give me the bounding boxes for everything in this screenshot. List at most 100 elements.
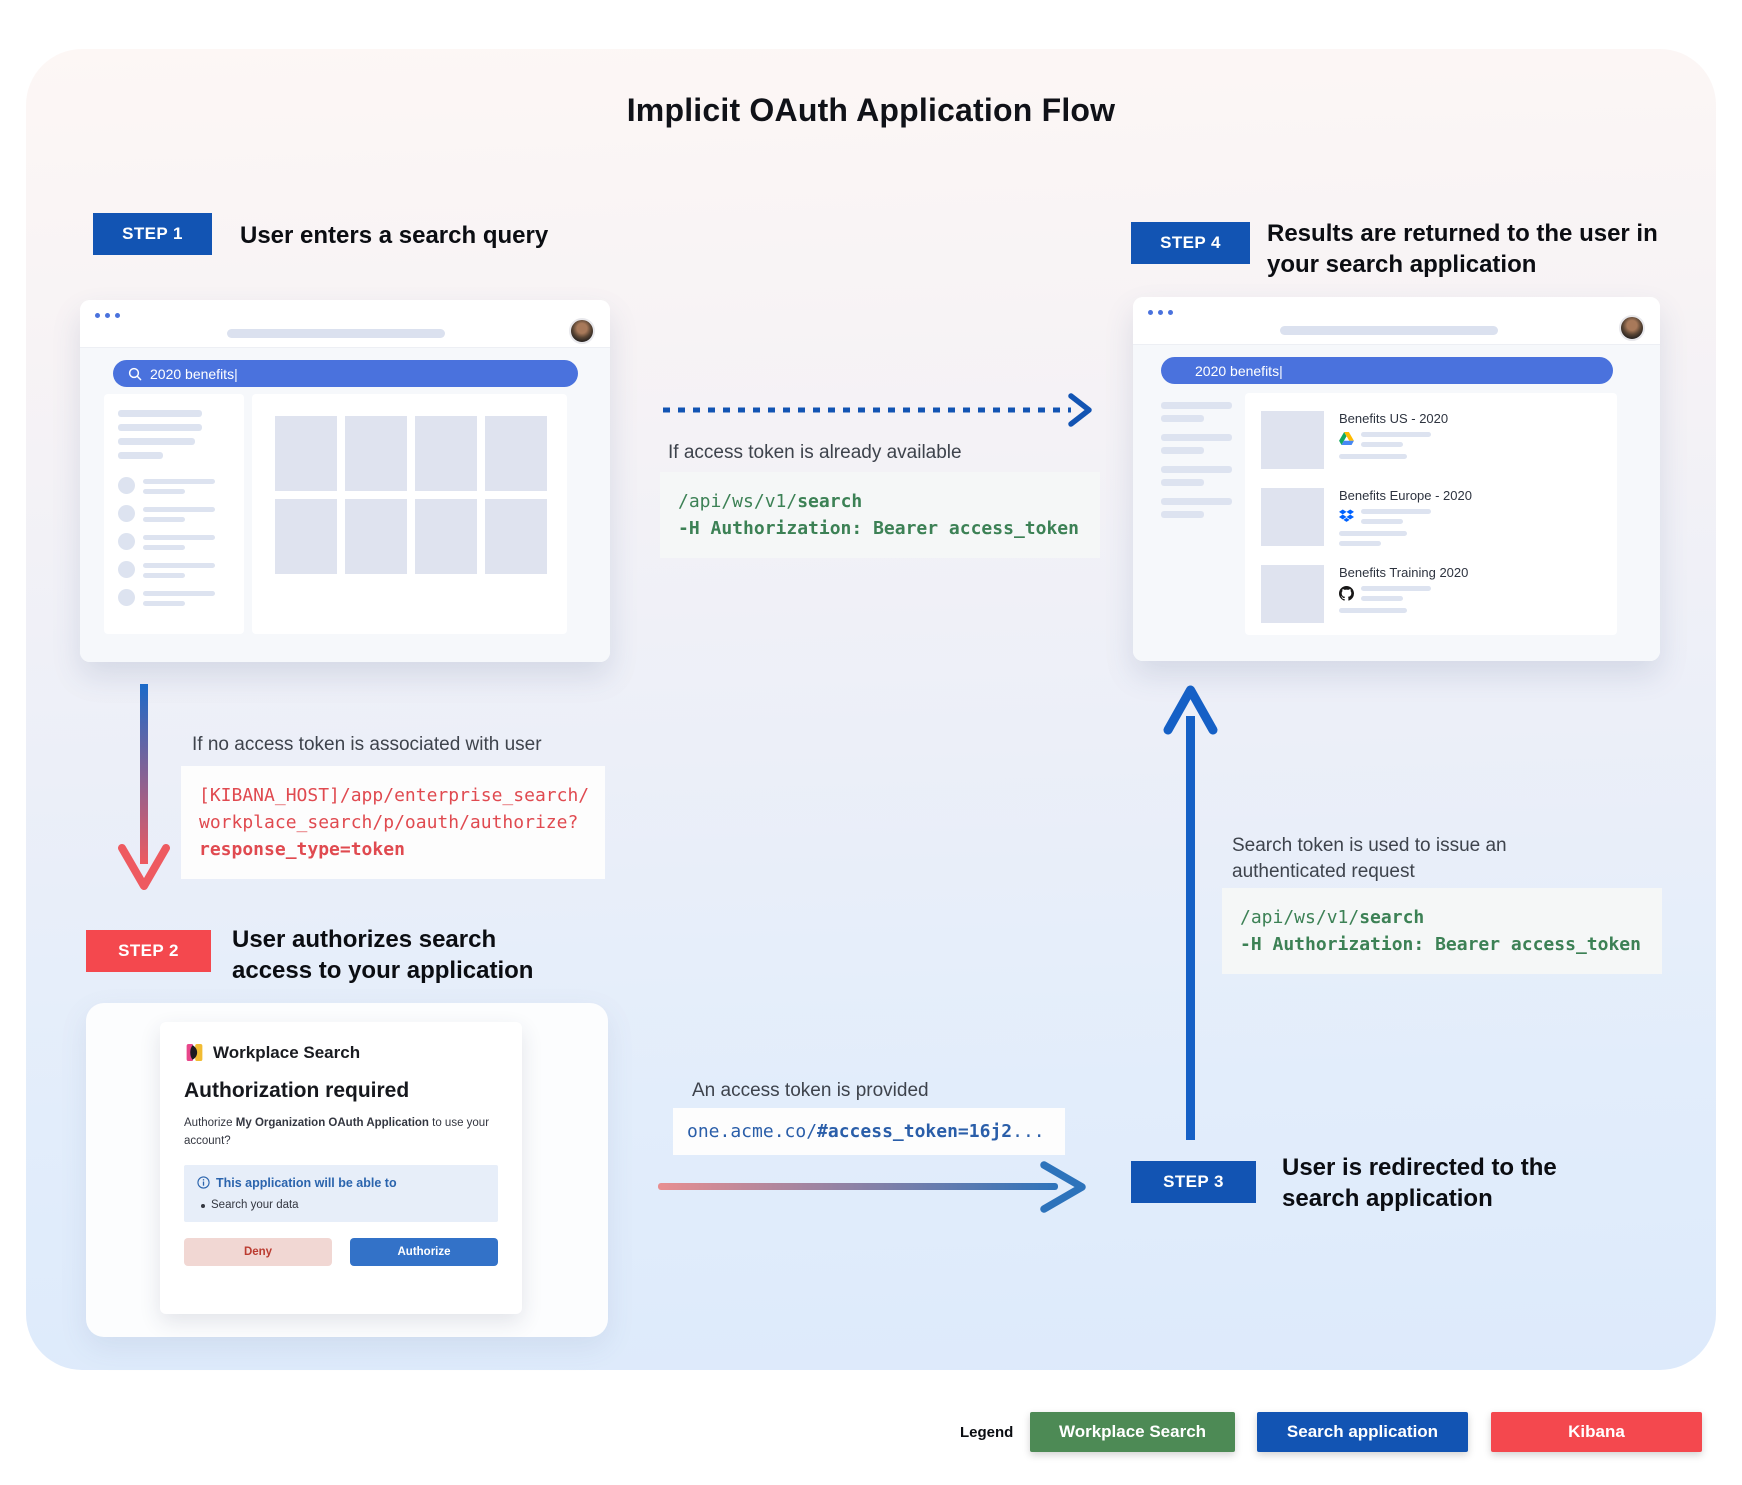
list-item (118, 477, 230, 494)
search-icon (128, 367, 142, 380)
content-panel (252, 394, 567, 634)
browser-body: 2020 benefits| (80, 348, 610, 662)
edge-label-token-provided: An access token is provided (692, 1080, 929, 1101)
placeholder-line (1161, 447, 1204, 454)
step4-label: Results are returned to the user in your… (1267, 220, 1658, 279)
browser-body: 2020 benefits| Benefits US - 2020 (1133, 345, 1660, 661)
placeholder-line (143, 479, 215, 484)
result-thumbnail (1261, 565, 1324, 623)
scope-item: Search your data (197, 1199, 485, 1211)
url-bar[interactable] (1280, 326, 1498, 335)
list-item (118, 589, 230, 606)
code-block-access-token: one.acme.co/#access_token=16j2... (673, 1108, 1065, 1155)
authorize-button[interactable]: Authorize (350, 1237, 498, 1266)
placeholder-line (1161, 511, 1204, 518)
placeholder-tile (345, 499, 407, 574)
step3-label: User is redirected to the search applica… (1282, 1154, 1557, 1213)
result-title: Benefits US - 2020 (1339, 411, 1449, 426)
placeholder-circle (118, 505, 135, 522)
placeholder-line (1339, 454, 1407, 459)
dialog-body-post: to use your account? (184, 1117, 490, 1147)
placeholder-tile (485, 416, 547, 491)
result-row[interactable]: Benefits Europe - 2020 (1261, 488, 1601, 546)
arrow-no-token (118, 684, 170, 890)
browser-chrome (80, 300, 610, 348)
placeholder-line (1361, 432, 1431, 437)
placeholder-tile (415, 499, 477, 574)
browser-chrome (1133, 297, 1660, 345)
arrow-authenticated-request (1163, 685, 1218, 1140)
placeholder-line (1361, 586, 1431, 591)
placeholder-line (1339, 608, 1407, 613)
legend-label: Legend (960, 1424, 1014, 1441)
placeholder-line (1361, 442, 1403, 447)
step2-badge: STEP 2 (86, 930, 211, 972)
deny-button[interactable]: Deny (184, 1237, 332, 1266)
window-dot-icon (95, 313, 100, 318)
search-input[interactable]: 2020 benefits| (113, 360, 578, 387)
content-grid (275, 416, 547, 574)
legend-search-application: Search application (1257, 1412, 1468, 1452)
search-query-text: 2020 benefits| (150, 365, 238, 382)
window-dots-icon (1148, 310, 1173, 315)
github-icon (1339, 586, 1354, 601)
list-item (118, 533, 230, 550)
google-drive-icon (1339, 432, 1354, 445)
code-text: [KIBANA_HOST]/app/enterprise_search/ (199, 785, 590, 806)
window-dot-icon (1148, 310, 1153, 315)
placeholder-line (1161, 498, 1232, 505)
dialog-heading: Authorization required (184, 1079, 410, 1102)
placeholder-line (1161, 434, 1232, 441)
placeholder-circle (118, 589, 135, 606)
list-item (118, 561, 230, 578)
placeholder-group (1161, 434, 1232, 454)
step2-label: User authorizes search access to your ap… (232, 926, 534, 985)
placeholder-circle (118, 561, 135, 578)
placeholder-line (1161, 415, 1204, 422)
code-text-bold: search (1359, 907, 1425, 928)
code-text: ... (1012, 1121, 1045, 1142)
placeholder-line (118, 438, 195, 445)
result-title: Benefits Training 2020 (1339, 565, 1469, 580)
scope-heading: This application will be able to (216, 1175, 397, 1190)
result-title: Benefits Europe - 2020 (1339, 488, 1472, 503)
window-dot-icon (1158, 310, 1163, 315)
authorization-dialog: Workplace Search Authorization required … (160, 1022, 522, 1314)
placeholder-tile (275, 416, 337, 491)
code-block-search-api: /api/ws/v1/search -H Authorization: Bear… (660, 472, 1100, 558)
placeholder-circle (118, 477, 135, 494)
step3-badge: STEP 3 (1131, 1161, 1256, 1203)
code-text-bold: search (797, 491, 863, 512)
placeholder-line (143, 563, 215, 568)
placeholder-line (1339, 541, 1381, 546)
placeholder-line (1361, 519, 1403, 524)
edge-label-token-available: If access token is already available (668, 442, 962, 463)
placeholder-line (1161, 479, 1204, 486)
search-input[interactable]: 2020 benefits| (1161, 357, 1613, 384)
result-row[interactable]: Benefits Training 2020 (1261, 565, 1601, 623)
placeholder-circle (118, 533, 135, 550)
window-dot-icon (115, 313, 120, 318)
scope-box: This application will be able to Search … (184, 1164, 498, 1222)
placeholder-line (143, 601, 185, 606)
result-thumbnail (1261, 488, 1324, 546)
dialog-brand: Workplace Search (213, 1042, 361, 1062)
edge-label-authenticated-request: Search token is used to issue an authent… (1232, 835, 1507, 882)
placeholder-line (143, 489, 185, 494)
list-item (118, 505, 230, 522)
placeholder-line (143, 507, 215, 512)
sidebar-panel (104, 394, 244, 634)
window-dot-icon (1168, 310, 1173, 315)
code-text-bold: -H Authorization: Bearer access_token (678, 518, 1079, 539)
placeholder-group (1161, 498, 1232, 518)
result-row[interactable]: Benefits US - 2020 (1261, 411, 1601, 469)
code-text-bold: response_type=token (199, 839, 405, 860)
url-bar[interactable] (227, 329, 445, 338)
legend-workplace-search: Workplace Search (1030, 1412, 1235, 1452)
dialog-body-pre: Authorize (184, 1117, 236, 1129)
result-thumbnail (1261, 411, 1324, 469)
avatar (569, 318, 595, 344)
workplace-search-logo-icon (186, 1043, 203, 1062)
placeholder-tile (415, 416, 477, 491)
dialog-body-app-name: My Organization OAuth Application (235, 1117, 429, 1129)
